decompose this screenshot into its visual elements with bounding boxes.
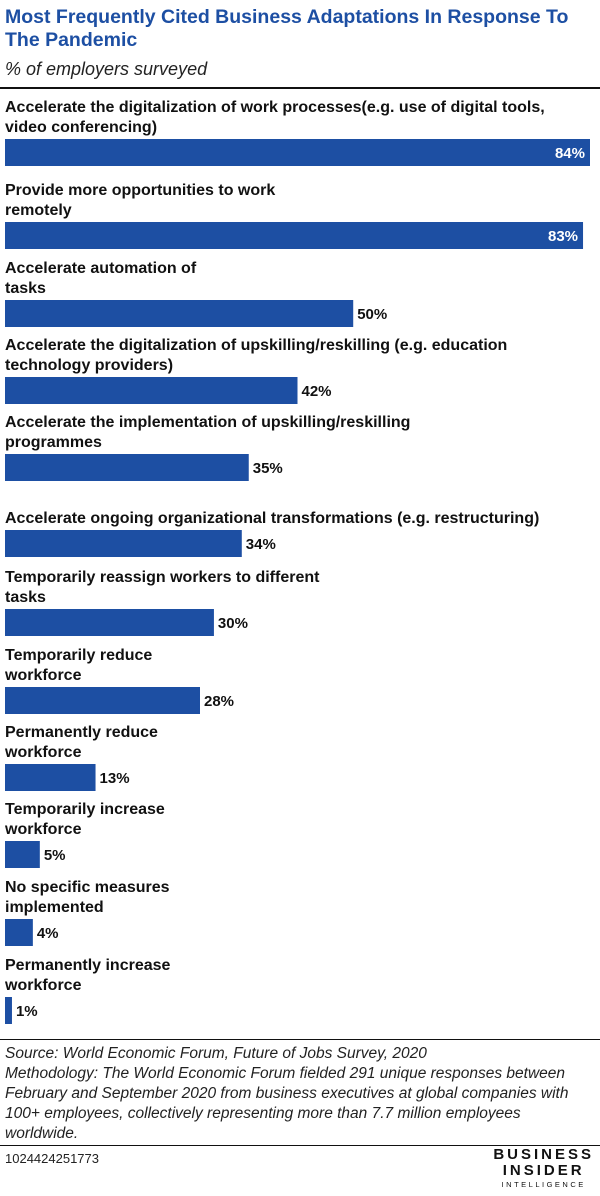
- category-label: workforce: [4, 667, 82, 684]
- value-label: 28%: [204, 693, 234, 710]
- bar: [5, 841, 40, 868]
- bar-row: Permanently increase workforce 1%: [4, 957, 171, 1024]
- source-note: Source: World Economic Forum, Future of …: [5, 1045, 427, 1062]
- business-insider-intelligence-logo: BUSINESS INSIDER INTELLIGENCE: [493, 1147, 594, 1190]
- category-label: remotely: [5, 202, 72, 219]
- category-label: implemented: [5, 899, 104, 916]
- category-label: tasks: [5, 280, 46, 297]
- bar-chart: Accelerate the digitalization of work pr…: [4, 99, 590, 1024]
- bar: [5, 222, 584, 249]
- bar-row: Accelerate the digitalization of upskill…: [5, 337, 507, 404]
- category-label: workforce: [4, 744, 82, 761]
- bar: [5, 764, 96, 791]
- footer-divider: [0, 1145, 600, 1146]
- value-label: 4%: [37, 925, 59, 942]
- bar: [5, 300, 354, 327]
- category-label: Accelerate automation of: [5, 260, 197, 277]
- category-label: technology providers): [5, 357, 173, 374]
- category-label: workforce: [4, 821, 82, 838]
- value-label: 1%: [16, 1003, 38, 1020]
- category-label: Temporarily increase: [5, 801, 165, 818]
- bar: [5, 609, 214, 636]
- bar: [5, 997, 12, 1024]
- chart-id: 1024424251773: [5, 1151, 99, 1166]
- value-label: 42%: [302, 383, 332, 400]
- category-label: Temporarily reduce: [5, 647, 152, 664]
- bar-row: Temporarily reassign workers to differen…: [5, 569, 320, 636]
- category-label: Permanently increase: [5, 957, 171, 974]
- category-label: Temporarily reassign workers to differen…: [5, 569, 320, 586]
- bar: [5, 687, 200, 714]
- category-label: Accelerate ongoing organizational transf…: [5, 510, 539, 527]
- bar-row: Temporarily increase workforce 5%: [4, 801, 165, 868]
- chart-subtitle: % of employers surveyed: [5, 59, 208, 79]
- bar-row: Accelerate automation of tasks 50%: [5, 260, 387, 327]
- value-label: 35%: [253, 460, 283, 477]
- category-label: Permanently reduce: [5, 724, 158, 741]
- bar-row: Permanently reduce workforce 13%: [4, 724, 158, 791]
- bar-row: No specific measures implemented 4%: [5, 879, 170, 946]
- bar: [5, 919, 33, 946]
- value-label: 50%: [357, 306, 387, 323]
- logo-line-intelligence: INTELLIGENCE: [501, 1180, 586, 1189]
- bar-row: Temporarily reduce workforce 28%: [4, 647, 234, 714]
- value-label: 5%: [44, 847, 66, 864]
- category-label: video conferencing): [5, 119, 157, 136]
- bar: [5, 377, 298, 404]
- bar-row: Provide more opportunities to work remote…: [5, 182, 584, 249]
- top-divider: [0, 87, 600, 89]
- bar-row: Accelerate the implementation of upskill…: [5, 414, 410, 481]
- category-label: tasks: [5, 589, 46, 606]
- logo-line-insider: INSIDER: [502, 1162, 585, 1179]
- bar-row: Accelerate ongoing organizational transf…: [5, 510, 539, 557]
- value-label: 83%: [548, 228, 578, 245]
- methodology-note: Methodology: The World Economic Forum fi…: [5, 1065, 569, 1142]
- logo-line-business: BUSINESS: [493, 1146, 594, 1163]
- category-label: Accelerate the implementation of upskill…: [5, 414, 410, 431]
- bar: [5, 139, 590, 166]
- value-label: 13%: [100, 770, 130, 787]
- chart-title: Most Frequently Cited Business Adaptatio…: [5, 6, 569, 51]
- category-label: workforce: [4, 977, 82, 994]
- bar-row: Accelerate the digitalization of work pr…: [5, 99, 590, 166]
- value-label: 84%: [555, 145, 585, 162]
- bottom-divider: [0, 1039, 600, 1040]
- category-label: programmes: [5, 434, 102, 451]
- category-label: Accelerate the digitalization of work pr…: [5, 99, 545, 116]
- category-label: No specific measures: [5, 879, 170, 896]
- value-label: 34%: [246, 536, 276, 553]
- category-label: Provide more opportunities to work: [5, 182, 275, 199]
- bar: [5, 454, 249, 481]
- category-label: Accelerate the digitalization of upskill…: [5, 337, 507, 354]
- bar: [5, 530, 242, 557]
- value-label: 30%: [218, 615, 248, 632]
